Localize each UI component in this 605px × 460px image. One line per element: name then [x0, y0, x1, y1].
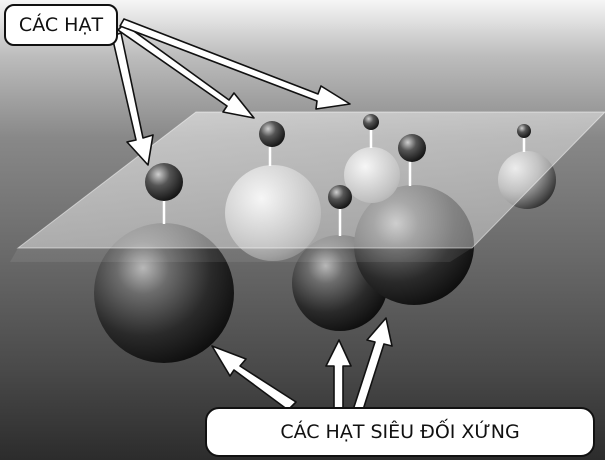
particle-sphere	[328, 185, 352, 209]
particles-label: CÁC HẠT	[4, 4, 118, 46]
arrow-particle	[119, 18, 351, 110]
plane-edge	[10, 248, 472, 262]
particle-sphere	[363, 114, 379, 130]
superparticle-sphere	[94, 223, 234, 363]
particle-sphere	[259, 121, 285, 147]
superparticles-label: CÁC HẠT SIÊU ĐỐI XỨNG	[205, 407, 595, 457]
particle-sphere	[145, 163, 183, 201]
arrow-particle	[117, 23, 255, 119]
arrow-superparticle	[325, 339, 352, 411]
superparticle-arrows	[211, 317, 393, 414]
arrow-superparticle	[211, 345, 297, 411]
arrow-superparticle	[352, 317, 393, 414]
arrow-particle	[111, 32, 154, 166]
particle-sphere	[398, 134, 426, 162]
particle-sphere	[517, 124, 531, 138]
particle-spheres	[145, 114, 531, 209]
particle-arrows	[111, 18, 351, 166]
